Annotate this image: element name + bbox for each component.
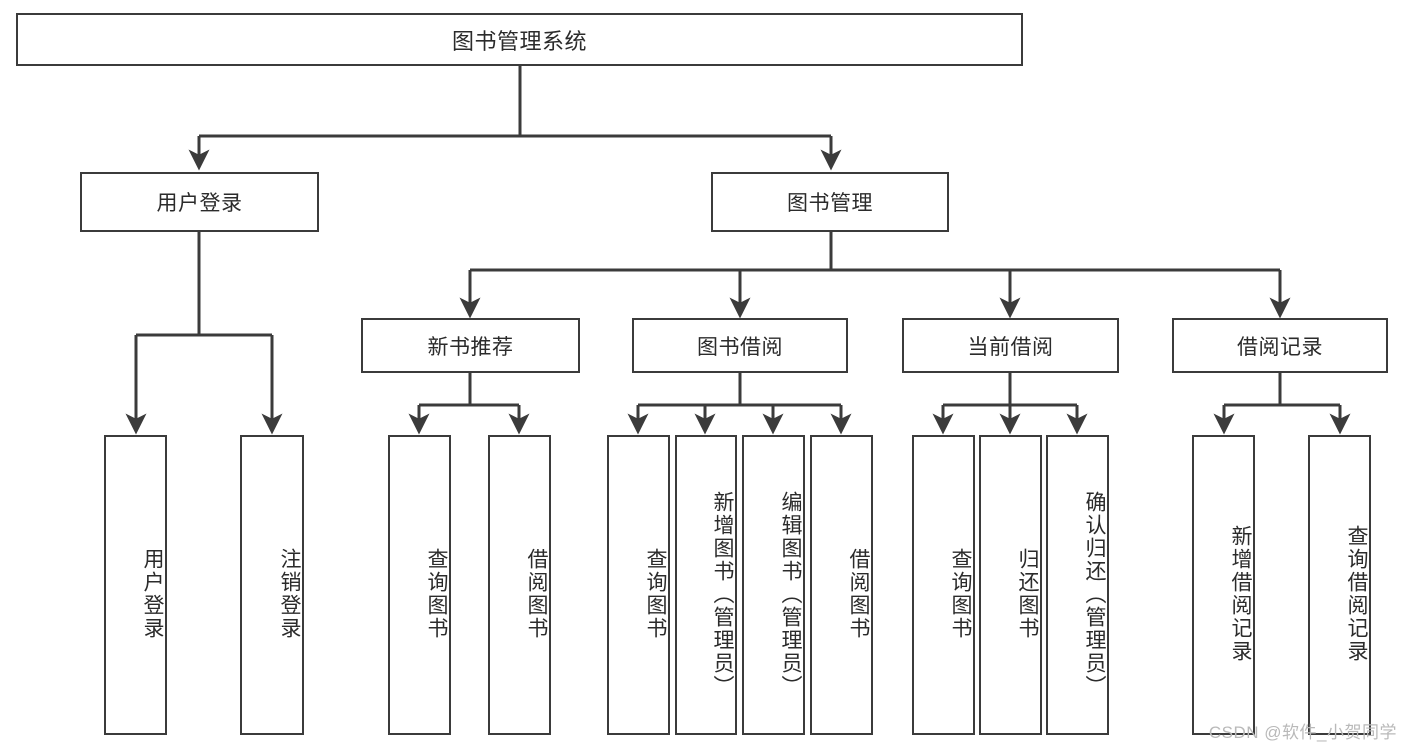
leaf-borrow-book-recommend-label: 借阅图书 xyxy=(525,548,548,640)
leaf-query-book-borrow-label: 查询图书 xyxy=(644,548,667,640)
node-book-borrow[interactable]: 图书借阅 xyxy=(632,318,848,373)
node-new-book-recommend-label: 新书推荐 xyxy=(427,335,514,359)
node-book-management[interactable]: 图书管理 xyxy=(711,172,949,232)
leaf-query-book-current-label: 查询图书 xyxy=(949,548,972,640)
leaf-edit-book-admin-label: 编辑图书（管理员） xyxy=(779,490,802,698)
leaf-confirm-return-admin[interactable]: 确认归还（管理员） xyxy=(1046,435,1109,735)
node-borrow-record[interactable]: 借阅记录 xyxy=(1172,318,1388,373)
leaf-add-book-admin[interactable]: 新增图书（管理员） xyxy=(675,435,737,735)
leaf-add-borrow-record-label: 新增借阅记录 xyxy=(1229,525,1252,663)
node-current-borrow-label: 当前借阅 xyxy=(967,335,1054,359)
node-current-borrow[interactable]: 当前借阅 xyxy=(902,318,1119,373)
leaf-return-book[interactable]: 归还图书 xyxy=(979,435,1042,735)
leaf-borrow-book-label: 借阅图书 xyxy=(847,548,870,640)
node-root-label: 图书管理系统 xyxy=(451,28,587,54)
leaf-user-login-label: 用户登录 xyxy=(141,548,164,640)
leaf-add-book-admin-label: 新增图书（管理员） xyxy=(711,490,734,698)
leaf-confirm-return-admin-label: 确认归还（管理员） xyxy=(1083,490,1106,698)
leaf-borrow-book[interactable]: 借阅图书 xyxy=(810,435,873,735)
csdn-watermark: CSDN @软件_小贺同学 xyxy=(1208,723,1397,742)
leaf-return-book-label: 归还图书 xyxy=(1016,548,1039,640)
node-book-borrow-label: 图书借阅 xyxy=(697,335,783,359)
leaf-logout-label: 注销登录 xyxy=(278,548,301,640)
leaf-add-borrow-record[interactable]: 新增借阅记录 xyxy=(1192,435,1255,735)
leaf-query-borrow-record-label: 查询借阅记录 xyxy=(1345,525,1368,663)
node-user-login[interactable]: 用户登录 xyxy=(80,172,319,232)
leaf-edit-book-admin[interactable]: 编辑图书（管理员） xyxy=(742,435,805,735)
leaf-logout[interactable]: 注销登录 xyxy=(240,435,304,735)
leaf-query-book-recommend-label: 查询图书 xyxy=(425,548,448,640)
node-user-login-label: 用户登录 xyxy=(156,192,243,215)
node-borrow-record-label: 借阅记录 xyxy=(1237,335,1323,359)
leaf-query-book-recommend[interactable]: 查询图书 xyxy=(388,435,451,735)
leaf-query-book-current[interactable]: 查询图书 xyxy=(912,435,975,735)
leaf-user-login[interactable]: 用户登录 xyxy=(104,435,167,735)
leaf-query-borrow-record[interactable]: 查询借阅记录 xyxy=(1308,435,1371,735)
node-root[interactable]: 图书管理系统 xyxy=(16,13,1023,66)
node-book-management-label: 图书管理 xyxy=(787,192,873,215)
leaf-query-book-borrow[interactable]: 查询图书 xyxy=(607,435,670,735)
leaf-borrow-book-recommend[interactable]: 借阅图书 xyxy=(488,435,551,735)
node-new-book-recommend[interactable]: 新书推荐 xyxy=(361,318,580,373)
